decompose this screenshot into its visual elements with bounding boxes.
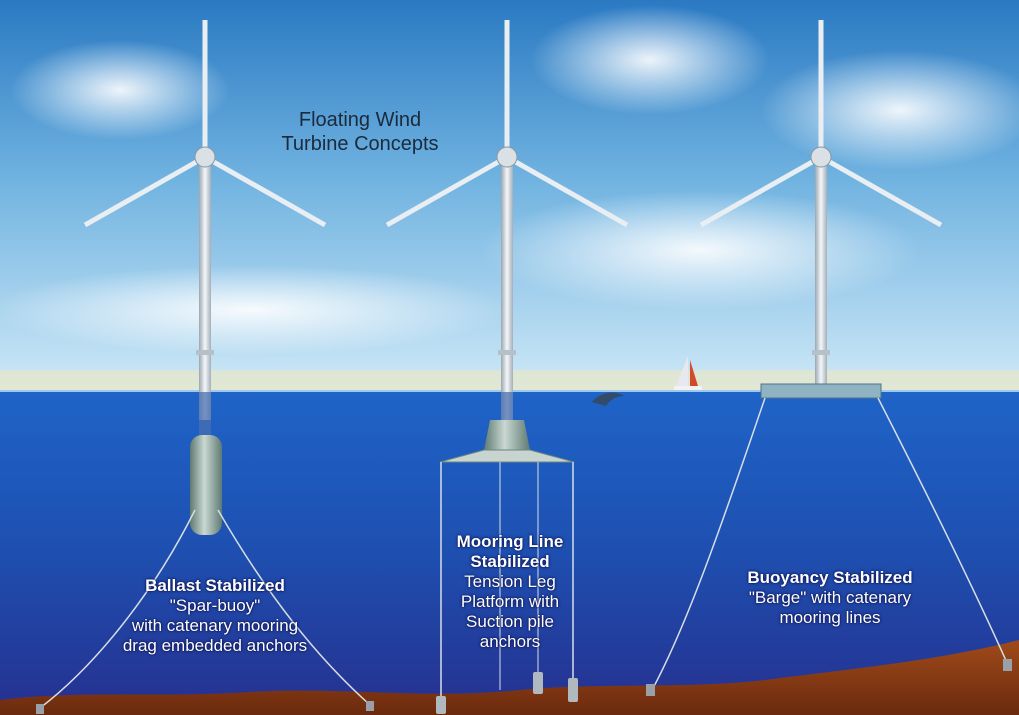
sailboat <box>674 356 702 390</box>
cloud <box>480 190 920 310</box>
label-buoyancy-stabilized: Buoyancy Stabilized "Barge" with catenar… <box>715 568 945 628</box>
concept-heading: Buoyancy Stabilized <box>747 568 913 587</box>
concept-line: with catenary mooring <box>131 616 299 635</box>
concept-line: anchors <box>479 632 541 651</box>
concept-line: "Barge" with catenary <box>748 588 912 607</box>
title-line-2: Turbine Concepts <box>281 133 439 155</box>
cloud <box>0 265 510 355</box>
concept-line: drag embedded anchors <box>122 636 308 655</box>
turbine-tension-leg-platform <box>385 20 629 714</box>
concept-heading: Stabilized <box>470 552 550 571</box>
diagram-title: Floating Wind Turbine Concepts <box>250 108 470 156</box>
concept-line: Suction pile <box>466 612 554 631</box>
label-ballast-stabilized: Ballast Stabilized "Spar-buoy" with cate… <box>95 576 335 656</box>
cloud <box>760 50 1019 170</box>
concept-line: "Spar-buoy" <box>169 596 261 615</box>
concept-line: Tension Leg <box>464 572 556 591</box>
seabed <box>0 640 1019 715</box>
turbine-spar-buoy <box>36 20 374 714</box>
concept-heading: Mooring Line <box>456 532 564 551</box>
turbine-barge <box>646 20 1012 696</box>
concept-line: Platform with <box>460 592 560 611</box>
cloud <box>530 5 770 115</box>
dolphin <box>592 392 624 406</box>
title-line-1: Floating Wind <box>298 109 422 131</box>
cloud <box>10 40 230 140</box>
concept-heading: Ballast Stabilized <box>145 576 285 595</box>
concept-line: mooring lines <box>779 608 881 627</box>
label-mooring-line-stabilized: Mooring Line Stabilized Tension Leg Plat… <box>440 532 580 652</box>
